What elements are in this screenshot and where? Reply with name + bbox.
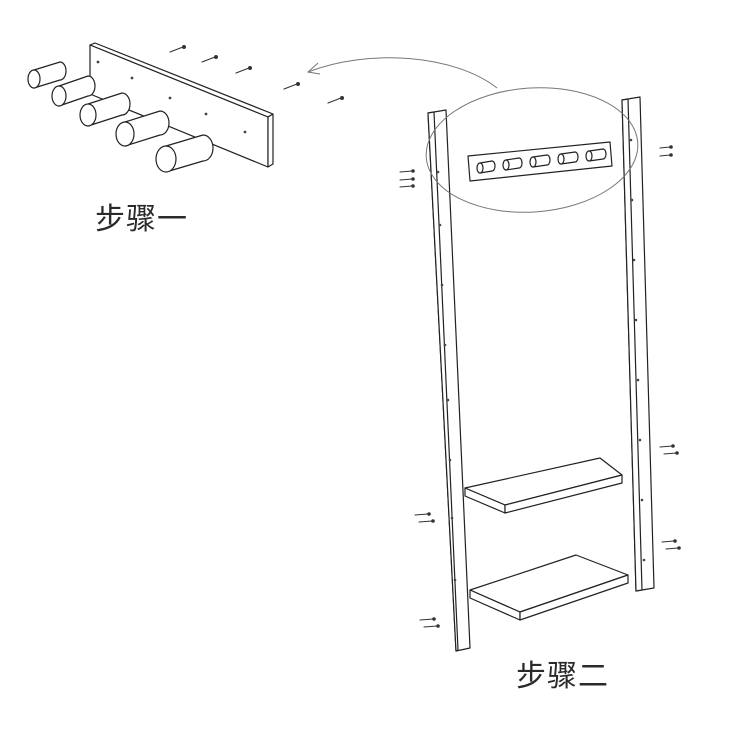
mounted-peg — [502, 157, 523, 171]
lower-shelf — [469, 554, 629, 621]
callout-arrow — [306, 57, 498, 89]
upper-shelf — [464, 457, 623, 514]
peg — [115, 110, 170, 147]
hook-rail-board — [89, 42, 274, 168]
hook-pegs — [27, 61, 214, 173]
rail-screws — [169, 45, 344, 104]
right-leg — [621, 96, 655, 592]
step1-label: 步骤一 — [95, 202, 188, 237]
step2-label: 步骤二 — [516, 659, 609, 694]
peg — [79, 92, 131, 127]
detail-callout-ellipse — [425, 87, 639, 213]
frame-screws — [399, 145, 681, 628]
mounted-peg — [529, 154, 551, 168]
step1-exploded-view — [27, 42, 498, 173]
step2-assembled-view — [399, 87, 681, 652]
mounted-peg — [585, 148, 607, 162]
peg — [155, 134, 214, 173]
left-leg — [427, 109, 471, 652]
peg — [51, 75, 96, 107]
peg — [27, 61, 67, 89]
mounted-peg — [476, 160, 496, 174]
mounted-hook-rail — [467, 141, 613, 182]
mounted-peg — [557, 151, 579, 165]
